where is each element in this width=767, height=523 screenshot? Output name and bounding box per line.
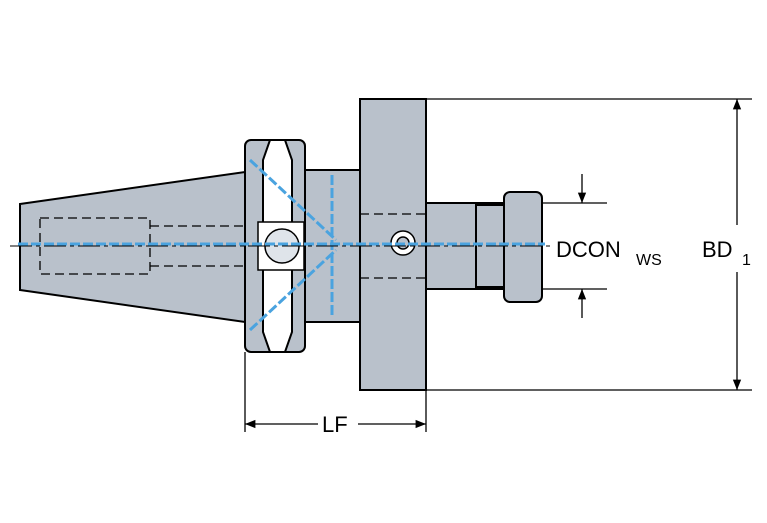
bd-subscript: 1 xyxy=(742,252,751,269)
bd-label: BD xyxy=(702,237,733,262)
dcon-subscript: WS xyxy=(636,252,662,269)
bd-dimension xyxy=(426,98,752,391)
dcon-dimension xyxy=(542,174,607,318)
lf-label: LF xyxy=(322,412,348,437)
face-mill-arbor xyxy=(503,191,543,303)
taper-shank xyxy=(19,170,246,324)
dcon-label: DCON xyxy=(556,237,621,262)
lf-dimension xyxy=(244,352,427,432)
hidden-lines xyxy=(39,213,426,279)
